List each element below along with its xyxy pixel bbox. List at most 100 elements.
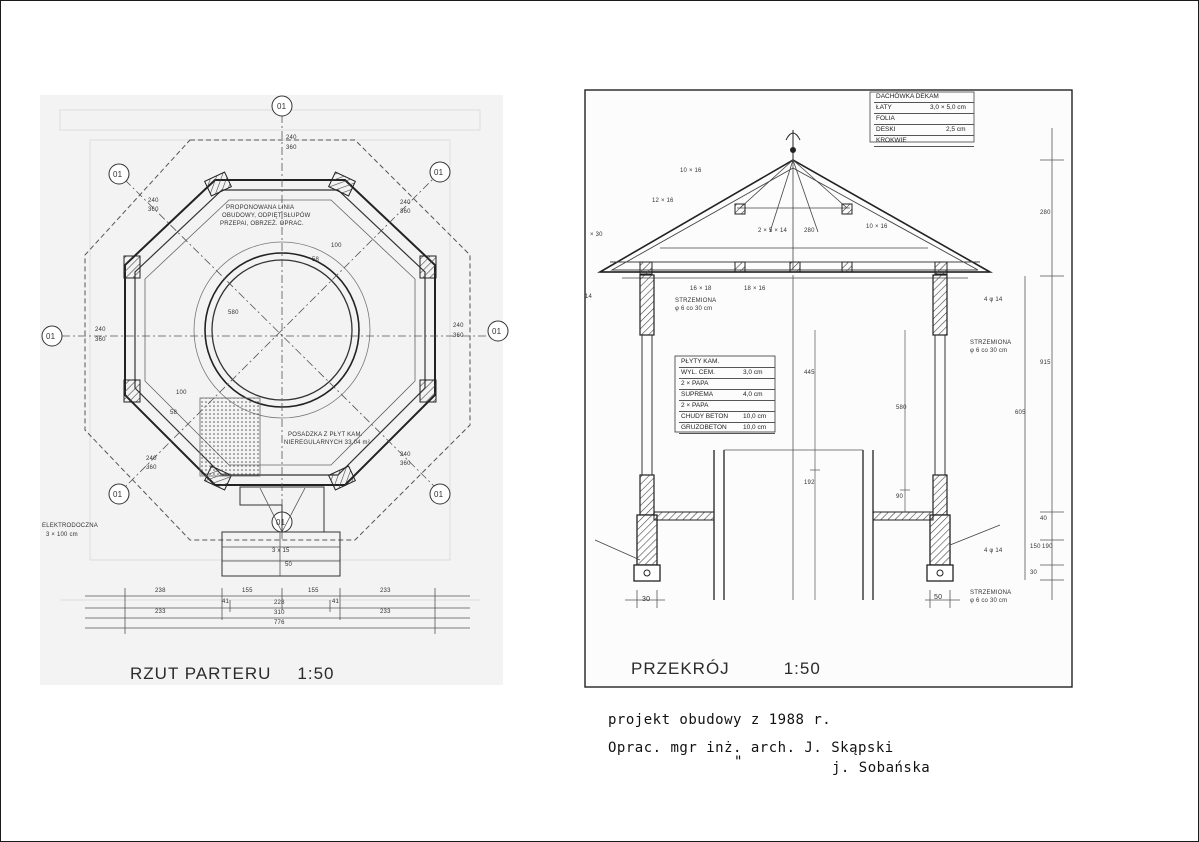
idim-580: 580 [896, 405, 907, 411]
note-strz1-val: φ 6 co 30 cm [675, 306, 713, 312]
note-bar2: 4 φ 14 [984, 548, 1003, 554]
dim-240-right: 240 [453, 323, 464, 329]
axis-label-bl: 01 [113, 490, 123, 499]
dim-row2-b: 228 [274, 600, 285, 606]
section-scale: 1:50 [783, 659, 821, 678]
dim-row1-b: 155 [242, 588, 253, 594]
note-18x16: 18 × 16 [744, 286, 766, 292]
dim-100-b: 100 [176, 390, 187, 396]
note-10x16-a: 10 × 16 [680, 168, 702, 174]
floor-stone-area [199, 397, 261, 477]
note-strz3-val: φ 6 co 30 cm [970, 598, 1008, 604]
vdim-40: 40 [1040, 516, 1048, 522]
note-slope-1: ELEKTRODOCZNA [42, 523, 98, 529]
dim-row3-c: 233 [380, 609, 391, 615]
note-strz3: STRZEMIONA [970, 590, 1012, 596]
dim-row3-b: 310 [274, 610, 285, 616]
caption-line-2: Oprac. mgr inż. arch. J. Skąpski [608, 740, 894, 756]
dim-row2-a: 41 [222, 599, 230, 605]
note-x30: × 30 [590, 232, 603, 238]
dim-100-a: 100 [331, 243, 342, 249]
dim-360-br: 360 [400, 461, 411, 467]
idim-280: 280 [804, 228, 815, 234]
floor-layer-row: 2 × PAPA [679, 401, 775, 412]
note-proposed-2: OBUDOWY, ODPIĘT SŁUPÓW [222, 213, 311, 219]
dim-row3-a: 233 [155, 609, 166, 615]
caption-line-3: j. Sobańska [832, 760, 931, 776]
finial [785, 130, 801, 160]
note-slope-2: 3 × 100 cm [46, 532, 78, 538]
floor-layer-row: PŁYTY KAM. [679, 357, 775, 368]
axis-label-tl: 01 [113, 170, 123, 179]
dim-360-right: 360 [453, 333, 464, 339]
caption-line-1: projekt obudowy z 1988 r. [608, 712, 832, 728]
dim-240-tl: 240 [148, 198, 159, 204]
axis-label-left: 01 [46, 332, 56, 341]
vdim-915: 915 [1040, 360, 1051, 366]
dim-360-tr: 360 [400, 209, 411, 215]
dim-240-top: 240 [286, 135, 297, 141]
note-2x5x14: 2 × 5 × 14 [758, 228, 788, 234]
floor-layer-row: WYL. CEM.3,0 cm [679, 368, 775, 379]
axis-label-tr: 01 [434, 168, 444, 177]
dim-360-left: 360 [95, 337, 106, 343]
vdim-150: 150 [1030, 544, 1041, 550]
plan-drawing [40, 95, 509, 685]
section-title: PRZEKRÓJ 1:50 [631, 659, 821, 679]
dim-3x15: 3 x 15 [272, 548, 290, 554]
dim-58: 58 [170, 410, 178, 416]
dim-total: 776 [274, 620, 285, 626]
section-frame [584, 89, 1073, 688]
roof-outline [84, 139, 471, 541]
dim-row2-c: 41 [332, 599, 340, 605]
plan-posts [123, 171, 437, 491]
dim-row1-d: 233 [380, 588, 391, 594]
floor-layer-row: 2 × PAPA [679, 379, 775, 390]
dim-360-bl: 360 [146, 465, 157, 471]
dim-360-tl: 360 [148, 207, 159, 213]
dim-580: 580 [228, 310, 239, 316]
idim-445: 445 [804, 370, 815, 376]
vdim-605: 605 [1015, 410, 1026, 416]
idim-90: 90 [896, 494, 904, 500]
caption-ditto: " [734, 754, 743, 770]
note-14: 14 [585, 294, 593, 300]
dim-360-top: 360 [286, 145, 297, 151]
dim-58-b: 58 [312, 257, 320, 263]
vdim-30: 30 [1030, 570, 1038, 576]
hdim-left: 30 [642, 596, 651, 603]
note-16x18: 16 × 18 [690, 286, 712, 292]
note-strz2-val: φ 6 co 30 cm [970, 348, 1008, 354]
vdim-190: 190 [1042, 544, 1053, 550]
dim-240-tr: 240 [400, 200, 411, 206]
axis-label-bottom: 01 [276, 518, 286, 527]
roof-layer-row: FOLIA [874, 114, 974, 125]
roof-layer-row: DACHÓWKA DEKAM [874, 92, 974, 103]
note-strz2: STRZEMIONA [970, 340, 1012, 346]
axis-label-top: 01 [277, 102, 287, 111]
axis-label-right: 01 [492, 327, 502, 336]
note-strz1: STRZEMIONA [675, 298, 717, 304]
note-floor-1: POSADZKA Z PŁYT KAM. [288, 432, 363, 438]
central-wall [713, 450, 874, 600]
note-floor-2: NIEREGULARNYCH 33,04 m² [284, 440, 370, 446]
idim-192: 192 [804, 480, 815, 486]
dim-row1-c: 155 [308, 588, 319, 594]
section-drawing [584, 89, 1073, 688]
section-title-text: PRZEKRÓJ [631, 659, 730, 678]
dim-row1-a: 238 [155, 588, 166, 594]
vdim-280: 280 [1040, 210, 1051, 216]
plan-title-text: RZUT PARTERU [130, 664, 272, 683]
roof-layer-row: KROKWIE [874, 136, 974, 147]
hdim-right: 50 [934, 594, 943, 601]
dim-240-bl: 240 [146, 456, 157, 462]
note-12x16: 12 × 16 [652, 198, 674, 204]
